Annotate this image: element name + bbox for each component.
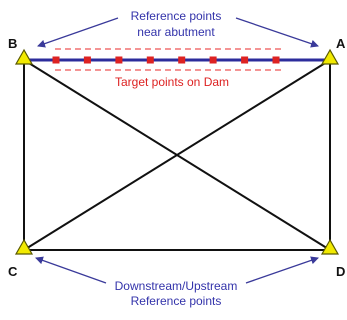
diagonal-a-c — [23, 59, 331, 251]
target-point — [52, 56, 60, 64]
network-lines — [23, 59, 331, 251]
top-annotation-line1: Reference points — [131, 9, 222, 23]
target-point — [83, 56, 91, 64]
target-annotation: Target points on Dam — [115, 75, 229, 89]
target-point — [209, 56, 217, 64]
point-label-b: B — [8, 36, 17, 51]
arrow-to-b — [37, 17, 119, 48]
point-a-triangle — [320, 48, 340, 65]
bottom-annotation-line2: Reference points — [131, 294, 222, 308]
arrow-to-a — [235, 17, 319, 48]
top-annotation-line2: near abutment — [137, 25, 215, 39]
reference-triangles — [14, 48, 340, 255]
annotation-arrows — [35, 17, 319, 284]
point-b-triangle — [14, 48, 34, 65]
point-label-c: C — [8, 264, 18, 279]
bottom-annotation-line1: Downstream/Upstream — [115, 279, 238, 293]
target-point — [272, 56, 280, 64]
target-point — [241, 56, 249, 64]
point-c-triangle — [14, 238, 34, 255]
target-point — [146, 56, 154, 64]
point-label-a: A — [336, 36, 346, 51]
target-point — [178, 56, 186, 64]
target-zone — [55, 48, 283, 71]
arrow-to-d — [245, 256, 319, 284]
point-d-triangle — [320, 238, 340, 255]
target-point — [115, 56, 123, 64]
target-points — [52, 56, 280, 64]
arrow-to-c — [35, 256, 107, 284]
point-label-d: D — [336, 264, 345, 279]
